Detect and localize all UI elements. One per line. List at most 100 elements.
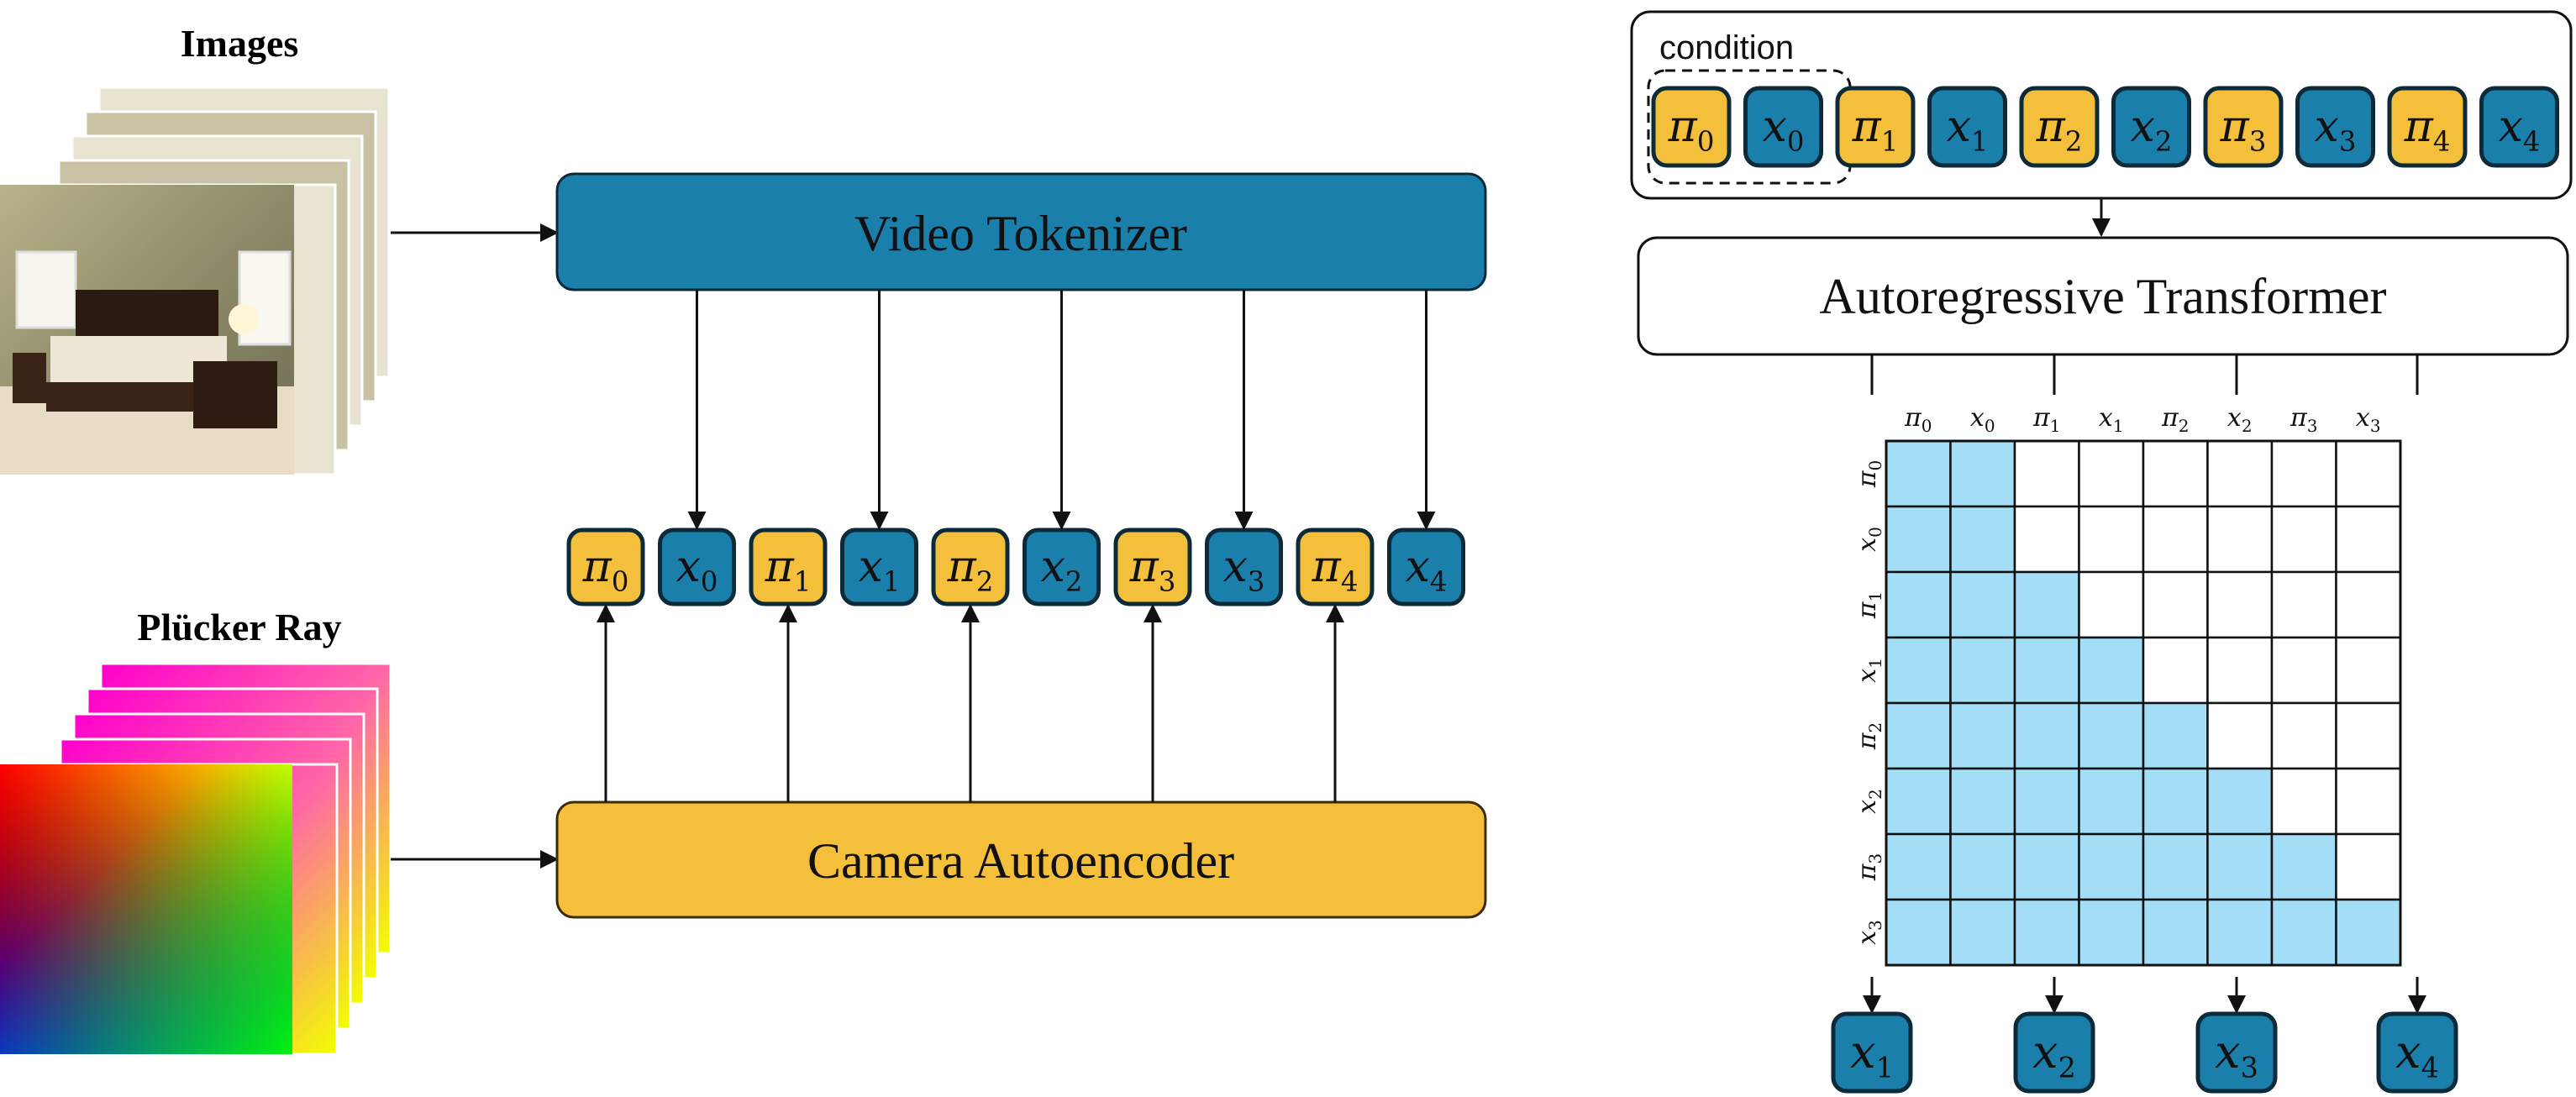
token-label: x3 (2315, 102, 2357, 157)
mask-cell-attend (2078, 701, 2145, 770)
video-token-3: x3 (2195, 1011, 2278, 1094)
token-label: x3 (2215, 1026, 2258, 1084)
video-token-3: x3 (1205, 528, 1283, 606)
token-label: x1 (1850, 1026, 1894, 1084)
plucker-label: Plücker Ray (137, 606, 341, 648)
mask-row-label: π2 (1853, 722, 1885, 750)
mask-cell-blocked (2206, 701, 2274, 770)
mask-row-label: x3 (1853, 920, 1885, 945)
mask-cell-attend (2078, 898, 2145, 967)
mask-col-label: x1 (2099, 403, 2124, 436)
token-label: π4 (1312, 542, 1359, 597)
mask-cell-blocked (2142, 505, 2209, 574)
mask-cell-blocked (2013, 439, 2080, 508)
mask-cell-attend (2206, 898, 2274, 967)
mask-cell-blocked (2270, 570, 2337, 639)
camera-autoencoder-box: Camera Autoencoder (555, 800, 1487, 919)
camera-token-0: π0 (566, 528, 645, 606)
mask-cell-blocked (2335, 439, 2402, 508)
mask-cell-attend (1885, 832, 1952, 901)
mask-cell-blocked (2206, 439, 2274, 508)
images-label: Images (181, 22, 299, 65)
mask-cell-attend (1885, 767, 1952, 836)
plucker-ray-stack (0, 662, 392, 1056)
token-label: x3 (1223, 542, 1265, 597)
token-label: x2 (1041, 542, 1083, 597)
mask-col-label: π1 (2032, 403, 2060, 436)
mask-cell-attend (2013, 898, 2080, 967)
video-token-1: x1 (1831, 1011, 1913, 1094)
token-label: π3 (1129, 542, 1176, 597)
mask-cell-blocked (2206, 505, 2274, 574)
token-label: x4 (1406, 542, 1448, 597)
mask-row-label: π1 (1853, 591, 1885, 619)
token-label: x0 (676, 542, 718, 597)
mask-row-label: π3 (1853, 853, 1885, 881)
mask-cell-blocked (2270, 505, 2337, 574)
mask-cell-attend (2335, 898, 2402, 967)
mask-cell-attend (1949, 636, 2016, 705)
camera-token-1: π1 (749, 528, 828, 606)
mask-cell-attend (1885, 439, 1952, 508)
mask-cell-blocked (2270, 636, 2337, 705)
mask-cell-attend (1885, 636, 1952, 705)
autoregressive-transformer-box: Autoregressive Transformer (1637, 236, 2569, 356)
mask-cell-attend (2078, 832, 2145, 901)
output-lines (1863, 354, 2426, 1014)
mask-cell-blocked (2335, 701, 2402, 770)
mask-col-label: π2 (2161, 403, 2189, 436)
video-token-2: x2 (1023, 528, 1101, 606)
mask-cell-attend (2013, 767, 2080, 836)
mask-cell-attend (1949, 570, 2016, 639)
camera-token-3: π3 (2203, 86, 2284, 168)
camera-token-1: π1 (1835, 86, 1916, 168)
mask-cell-blocked (2142, 636, 2209, 705)
mask-cell-attend (2078, 767, 2145, 836)
mask-cell-blocked (2335, 832, 2402, 901)
mask-cell-attend (2142, 701, 2209, 770)
mask-cell-blocked (2206, 636, 2274, 705)
mask-cell-attend (2013, 832, 2080, 901)
mask-cell-attend (1949, 439, 2016, 508)
mask-cell-attend (2270, 898, 2337, 967)
token-label: π4 (2404, 102, 2451, 157)
mask-cell-blocked (2335, 767, 2402, 836)
mask-cell-attend (1949, 767, 2016, 836)
mask-cell-blocked (2013, 505, 2080, 574)
mask-cell-blocked (2142, 439, 2209, 508)
camera-token-0: π0 (1651, 86, 1732, 168)
condition-label: condition (1659, 29, 1794, 66)
mask-cell-attend (2270, 832, 2337, 901)
mask-col-label: x3 (2356, 403, 2381, 436)
token-label: x4 (2499, 102, 2541, 157)
mask-cell-blocked (2078, 505, 2145, 574)
video-token-2: x2 (2111, 86, 2191, 168)
mask-col-label: x2 (2227, 403, 2253, 436)
token-label: x2 (2032, 1026, 2076, 1084)
mask-cell-attend (1885, 701, 1952, 770)
mask-cell-attend (2078, 636, 2145, 705)
mask-cell-attend (1949, 898, 2016, 967)
token-label: π0 (1668, 102, 1715, 157)
mask-cell-attend (1885, 570, 1952, 639)
mask-cell-blocked (2142, 570, 2209, 639)
camera-token-4: π4 (2387, 86, 2468, 168)
mask-cell-blocked (2335, 570, 2402, 639)
mask-cell-blocked (2078, 570, 2145, 639)
video-tokenizer-box: Video Tokenizer (555, 172, 1487, 291)
mask-row-label: x2 (1853, 789, 1885, 814)
mask-cell-blocked (2270, 439, 2337, 508)
mask-cell-attend (2142, 767, 2209, 836)
video-token-4: x4 (1387, 528, 1465, 606)
token-label: x1 (859, 542, 901, 597)
image-stack (0, 86, 391, 476)
mask-cell-attend (2142, 832, 2209, 901)
video-token-3: x3 (2295, 86, 2375, 168)
token-label: x2 (2131, 102, 2173, 157)
mask-cell-attend (1949, 832, 2016, 901)
token-label: π1 (1852, 102, 1899, 157)
token-label: π1 (765, 542, 812, 597)
